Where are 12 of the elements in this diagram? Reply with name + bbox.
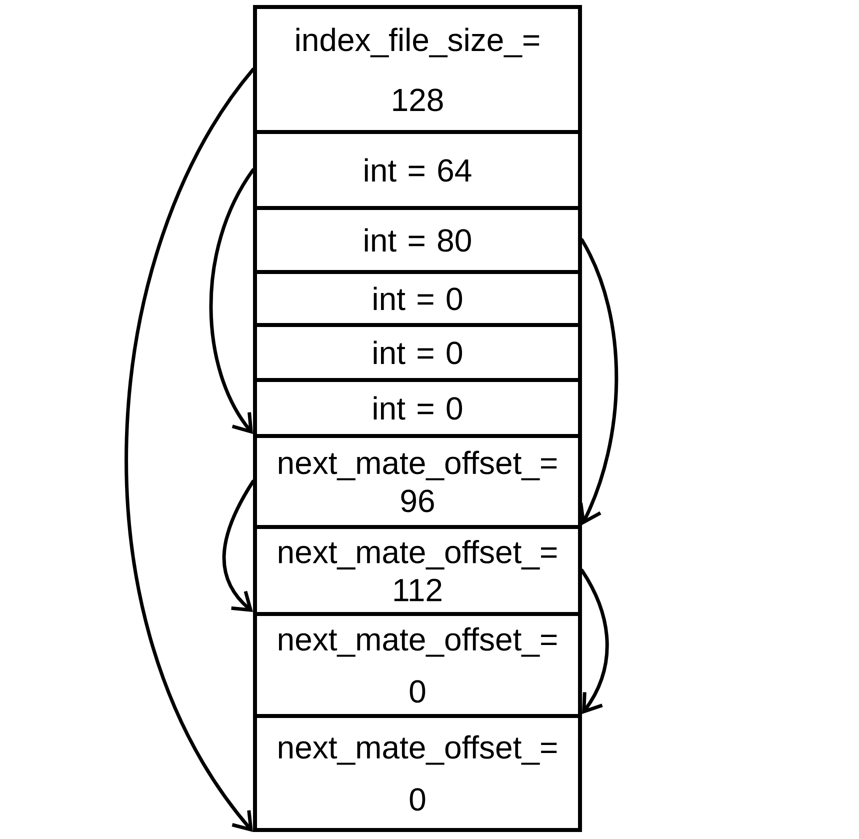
memory-cell: int = 0 <box>253 323 582 382</box>
curved-arrow <box>222 480 255 612</box>
curved-arrow <box>209 168 255 434</box>
memory-cell: int = 64 <box>253 130 582 210</box>
memory-cell: int = 0 <box>253 378 582 438</box>
curved-arrow <box>124 68 255 832</box>
memory-cell: int = 0 <box>253 270 582 327</box>
memory-cell: next_mate_offset_= 0 <box>253 714 582 832</box>
memory-cell: next_mate_offset_= 96 <box>253 434 582 529</box>
curved-arrow <box>579 238 618 526</box>
curved-arrow <box>580 568 609 714</box>
memory-cell: int = 80 <box>253 206 582 274</box>
